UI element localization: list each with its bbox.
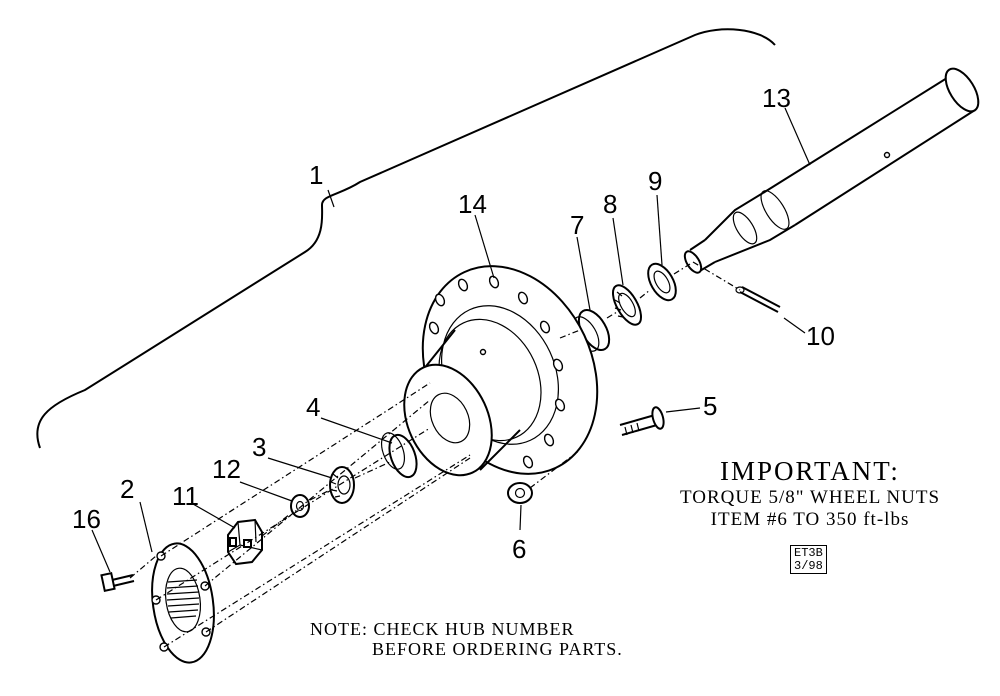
cap-screw [100,571,135,593]
alignment-lines [129,263,691,648]
callout-5: 5 [703,391,717,421]
outer-bearing-cone [329,466,355,504]
callout-16: 16 [72,504,101,534]
callout-numbers: 1 2 3 4 5 6 7 8 9 10 11 12 13 14 16 [72,83,835,564]
callout-3: 3 [252,432,266,462]
cotter-pin [692,261,781,313]
callout-13: 13 [762,83,791,113]
callout-7: 7 [570,210,584,240]
inner-bearing-cone [612,284,642,326]
callout-9: 9 [648,166,662,196]
callout-14: 14 [458,189,487,219]
hub [403,265,599,477]
wheel-stud [619,406,665,436]
hub-cap [151,542,215,664]
ordering-note-line-1: NOTE: CHECK HUB NUMBER [310,619,575,639]
spindle-axle [683,67,980,274]
important-line-2: ITEM #6 TO 350 ft-lbs [710,509,910,530]
leader-lines [91,107,811,573]
wheel-nut [507,482,533,504]
callout-4: 4 [306,392,320,422]
callout-2: 2 [120,474,134,504]
drawing-code-box: ET3B 3/98 [790,545,827,575]
important-line-1: TORQUE 5/8" WHEEL NUTS [679,487,941,508]
drawing-date: 3/98 [794,558,823,573]
callout-11: 11 [172,481,199,511]
callout-8: 8 [603,189,617,219]
important-heading: IMPORTANT: [720,456,900,486]
callout-10: 10 [806,321,835,351]
hub-bolt-holes [428,275,566,469]
grease-seal [647,262,677,302]
callout-1: 1 [309,160,323,190]
assembly-brace [36,28,776,449]
drawing-code: ET3B [794,546,823,560]
outer-bearing-cup [380,432,418,479]
ordering-note: NOTE: CHECK HUB NUMBER BEFORE ORDERING P… [310,619,623,660]
callout-12: 12 [212,454,241,484]
ordering-note-line-2: BEFORE ORDERING PARTS. [372,638,623,659]
castle-nut [227,518,263,566]
important-note: IMPORTANT: TORQUE 5/8" WHEEL NUTS ITEM #… [660,456,960,530]
callout-6: 6 [512,534,526,564]
